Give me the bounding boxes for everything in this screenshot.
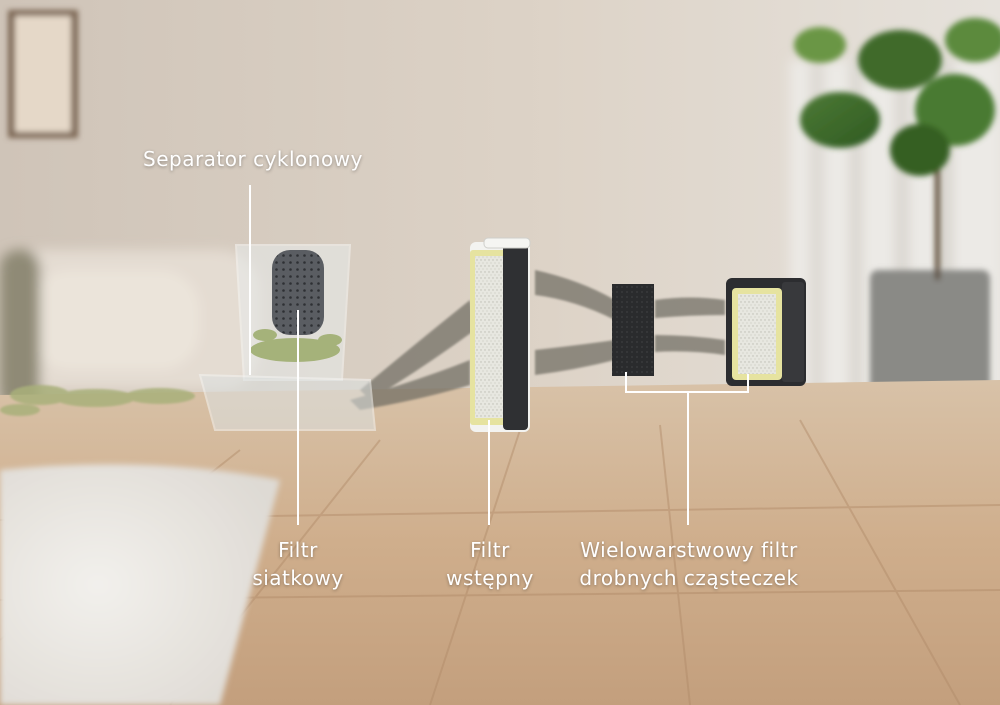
label-fine-particle-filter-line2: drobnych cząsteczek [579,566,799,590]
label-mesh-filter-line2: siatkowy [252,566,344,590]
label-mesh-filter-line1: Filtr [278,538,318,562]
label-fine-particle-filter: Wielowarstwowy filtr drobnych cząsteczek [579,536,798,592]
pointer-lines [249,185,749,525]
label-pre-filter: Filtr wstępny [446,536,534,592]
mesh-filter [272,250,324,335]
label-fine-particle-filter-line1: Wielowarstwowy filtr [580,538,798,562]
pre-filter [470,237,531,432]
label-cyclone-separator: Separator cyklonowy [143,145,363,173]
fine-particle-filter [726,278,806,386]
label-pre-filter-line2: wstępny [446,566,534,590]
dust-stream [0,270,725,416]
label-pre-filter-line1: Filtr [470,538,510,562]
cyclone-separator-bin [198,244,377,431]
plant [794,18,1000,410]
label-cyclone-separator-text: Separator cyklonowy [143,147,363,171]
label-mesh-filter: Filtr siatkowy [252,536,343,592]
pointer-fine-filter [625,372,749,525]
foam-filter [612,284,654,376]
